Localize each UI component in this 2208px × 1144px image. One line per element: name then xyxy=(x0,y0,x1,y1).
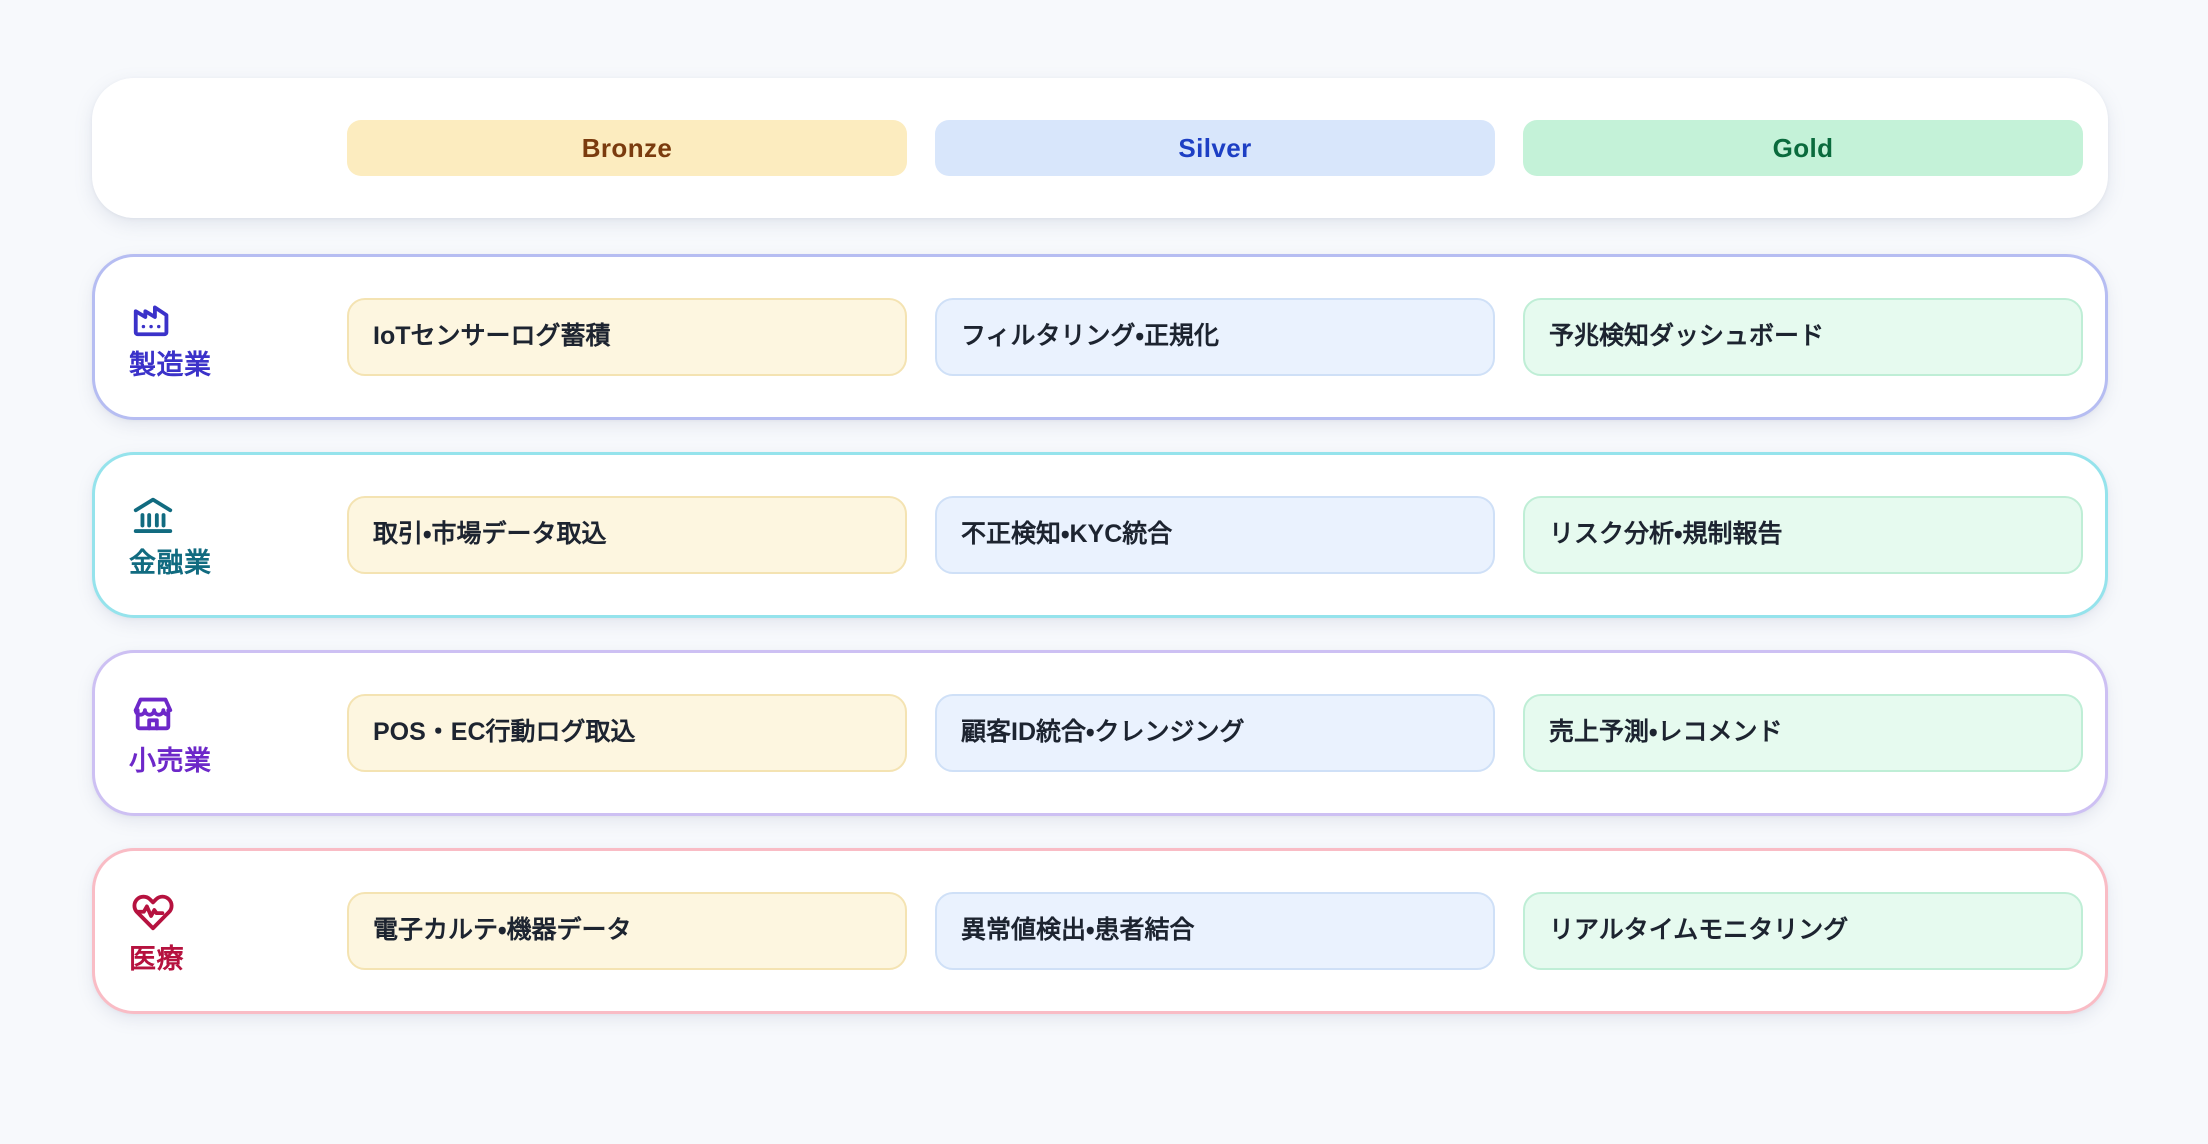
row-label-finance: 金融業 xyxy=(95,491,347,579)
data-pill-healthcare-gold[interactable]: リアルタイムモニタリング xyxy=(1523,892,2083,970)
cell-manufacturing-gold: 予兆検知ダッシュボード xyxy=(1523,298,2083,376)
cell-manufacturing-bronze: IoTセンサーログ蓄積 xyxy=(347,298,907,376)
row-label-healthcare: 医療 xyxy=(95,887,347,975)
data-pill-manufacturing-bronze[interactable]: IoTセンサーログ蓄積 xyxy=(347,298,907,376)
heart-pulse-icon xyxy=(129,887,177,935)
header-row: Bronze Silver Gold xyxy=(92,78,2108,218)
cell-finance-bronze: 取引・市場データ取込 xyxy=(347,496,907,574)
bank-icon xyxy=(129,491,177,539)
row-cells-finance: 取引・市場データ取込 不正検知・KYC統合 リスク分析・規制報告 xyxy=(347,496,2105,574)
data-pill-healthcare-bronze[interactable]: 電子カルテ・機器データ xyxy=(347,892,907,970)
row-cells-retail: POS・EC行動ログ取込 顧客ID統合・クレンジング 売上予測・レコメンド xyxy=(347,694,2105,772)
data-pill-finance-silver[interactable]: 不正検知・KYC統合 xyxy=(935,496,1495,574)
tier-pill-gold[interactable]: Gold xyxy=(1523,120,2083,176)
row-cells-manufacturing: IoTセンサーログ蓄積 フィルタリング・正規化 予兆検知ダッシュボード xyxy=(347,298,2105,376)
industry-label-manufacturing: 製造業 xyxy=(129,350,212,381)
row-finance[interactable]: 金融業 取引・市場データ取込 不正検知・KYC統合 リスク分析・規制報告 xyxy=(92,452,2108,618)
tier-pill-silver[interactable]: Silver xyxy=(935,120,1495,176)
cell-retail-bronze: POS・EC行動ログ取込 xyxy=(347,694,907,772)
cell-finance-gold: リスク分析・規制報告 xyxy=(1523,496,2083,574)
row-label-manufacturing: 製造業 xyxy=(95,293,347,381)
cell-healthcare-gold: リアルタイムモニタリング xyxy=(1523,892,2083,970)
row-healthcare[interactable]: 医療 電子カルテ・機器データ 異常値検出・患者結合 リアルタイムモニタリング xyxy=(92,848,2108,1014)
tier-pill-bronze[interactable]: Bronze xyxy=(347,120,907,176)
factory-icon xyxy=(129,293,177,341)
header-cell-silver: Silver xyxy=(935,120,1495,176)
data-pill-retail-silver[interactable]: 顧客ID統合・クレンジング xyxy=(935,694,1495,772)
store-icon xyxy=(129,689,177,737)
header-tier-cells: Bronze Silver Gold xyxy=(347,120,2105,176)
cell-manufacturing-silver: フィルタリング・正規化 xyxy=(935,298,1495,376)
cell-retail-silver: 顧客ID統合・クレンジング xyxy=(935,694,1495,772)
data-pill-retail-bronze[interactable]: POS・EC行動ログ取込 xyxy=(347,694,907,772)
industry-label-healthcare: 医療 xyxy=(129,944,184,975)
row-label-retail: 小売業 xyxy=(95,689,347,777)
header-cell-gold: Gold xyxy=(1523,120,2083,176)
cell-finance-silver: 不正検知・KYC統合 xyxy=(935,496,1495,574)
cell-retail-gold: 売上予測・レコメンド xyxy=(1523,694,2083,772)
row-cells-healthcare: 電子カルテ・機器データ 異常値検出・患者結合 リアルタイムモニタリング xyxy=(347,892,2105,970)
data-pill-manufacturing-gold[interactable]: 予兆検知ダッシュボード xyxy=(1523,298,2083,376)
cell-healthcare-silver: 異常値検出・患者結合 xyxy=(935,892,1495,970)
header-cell-bronze: Bronze xyxy=(347,120,907,176)
cell-healthcare-bronze: 電子カルテ・機器データ xyxy=(347,892,907,970)
industry-label-retail: 小売業 xyxy=(129,746,212,777)
data-pill-healthcare-silver[interactable]: 異常値検出・患者結合 xyxy=(935,892,1495,970)
row-retail[interactable]: 小売業 POS・EC行動ログ取込 顧客ID統合・クレンジング 売上予測・レコメン… xyxy=(92,650,2108,816)
data-pill-manufacturing-silver[interactable]: フィルタリング・正規化 xyxy=(935,298,1495,376)
data-pill-retail-gold[interactable]: 売上予測・レコメンド xyxy=(1523,694,2083,772)
row-manufacturing[interactable]: 製造業 IoTセンサーログ蓄積 フィルタリング・正規化 予兆検知ダッシュボード xyxy=(92,254,2108,420)
data-pill-finance-bronze[interactable]: 取引・市場データ取込 xyxy=(347,496,907,574)
industry-label-finance: 金融業 xyxy=(129,548,212,579)
data-pill-finance-gold[interactable]: リスク分析・規制報告 xyxy=(1523,496,2083,574)
